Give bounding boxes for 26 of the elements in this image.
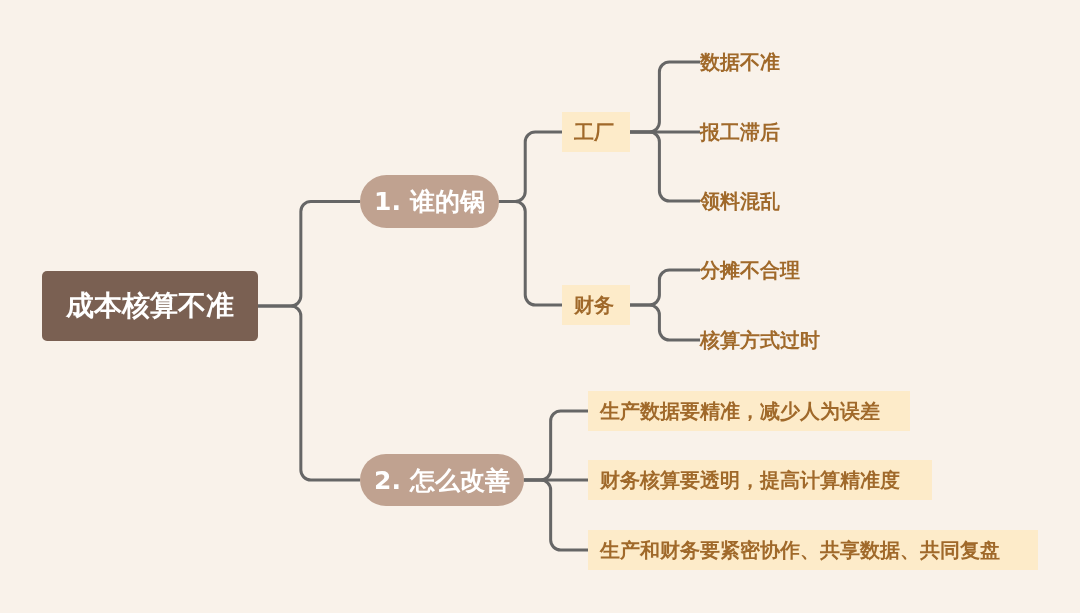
topic-text: 工厂 (574, 118, 614, 146)
leaf-topic: 数据不准 (700, 47, 780, 77)
topic-text: 财务核算要透明，提高计算精准度 (600, 466, 900, 494)
branch-topic-pill (360, 175, 499, 228)
connector-line (498, 200, 562, 307)
connector-line (630, 303, 700, 342)
leaf-topic: 核算方式过时 (700, 325, 820, 355)
leaf-topic: 分摊不合理 (700, 255, 800, 285)
topic-text: 财务 (574, 291, 614, 319)
root-topic-box (42, 271, 258, 341)
subtopic-box (562, 285, 630, 325)
topic-text: 生产和财务要紧密协作、共享数据、共同复盘 (600, 536, 1000, 564)
connector-line (523, 478, 588, 552)
leaf-topic: 报工滞后 (700, 117, 780, 147)
subtopic-box (588, 530, 1038, 570)
branch-topic-pill (360, 454, 524, 506)
topic-text: 生产数据要精准，减少人为误差 (600, 397, 880, 425)
leaf-topic: 领料混乱 (700, 186, 780, 216)
connector-line (630, 130, 700, 203)
subtopic-box (588, 460, 932, 500)
subtopic-box (562, 112, 630, 152)
topic-text: 2. 怎么改善 (374, 464, 510, 497)
subtopic-box (588, 391, 910, 431)
topic-text: 成本核算不准 (66, 288, 234, 324)
topic-text: 1. 谁的锅 (374, 186, 485, 218)
connector-line (258, 304, 360, 482)
